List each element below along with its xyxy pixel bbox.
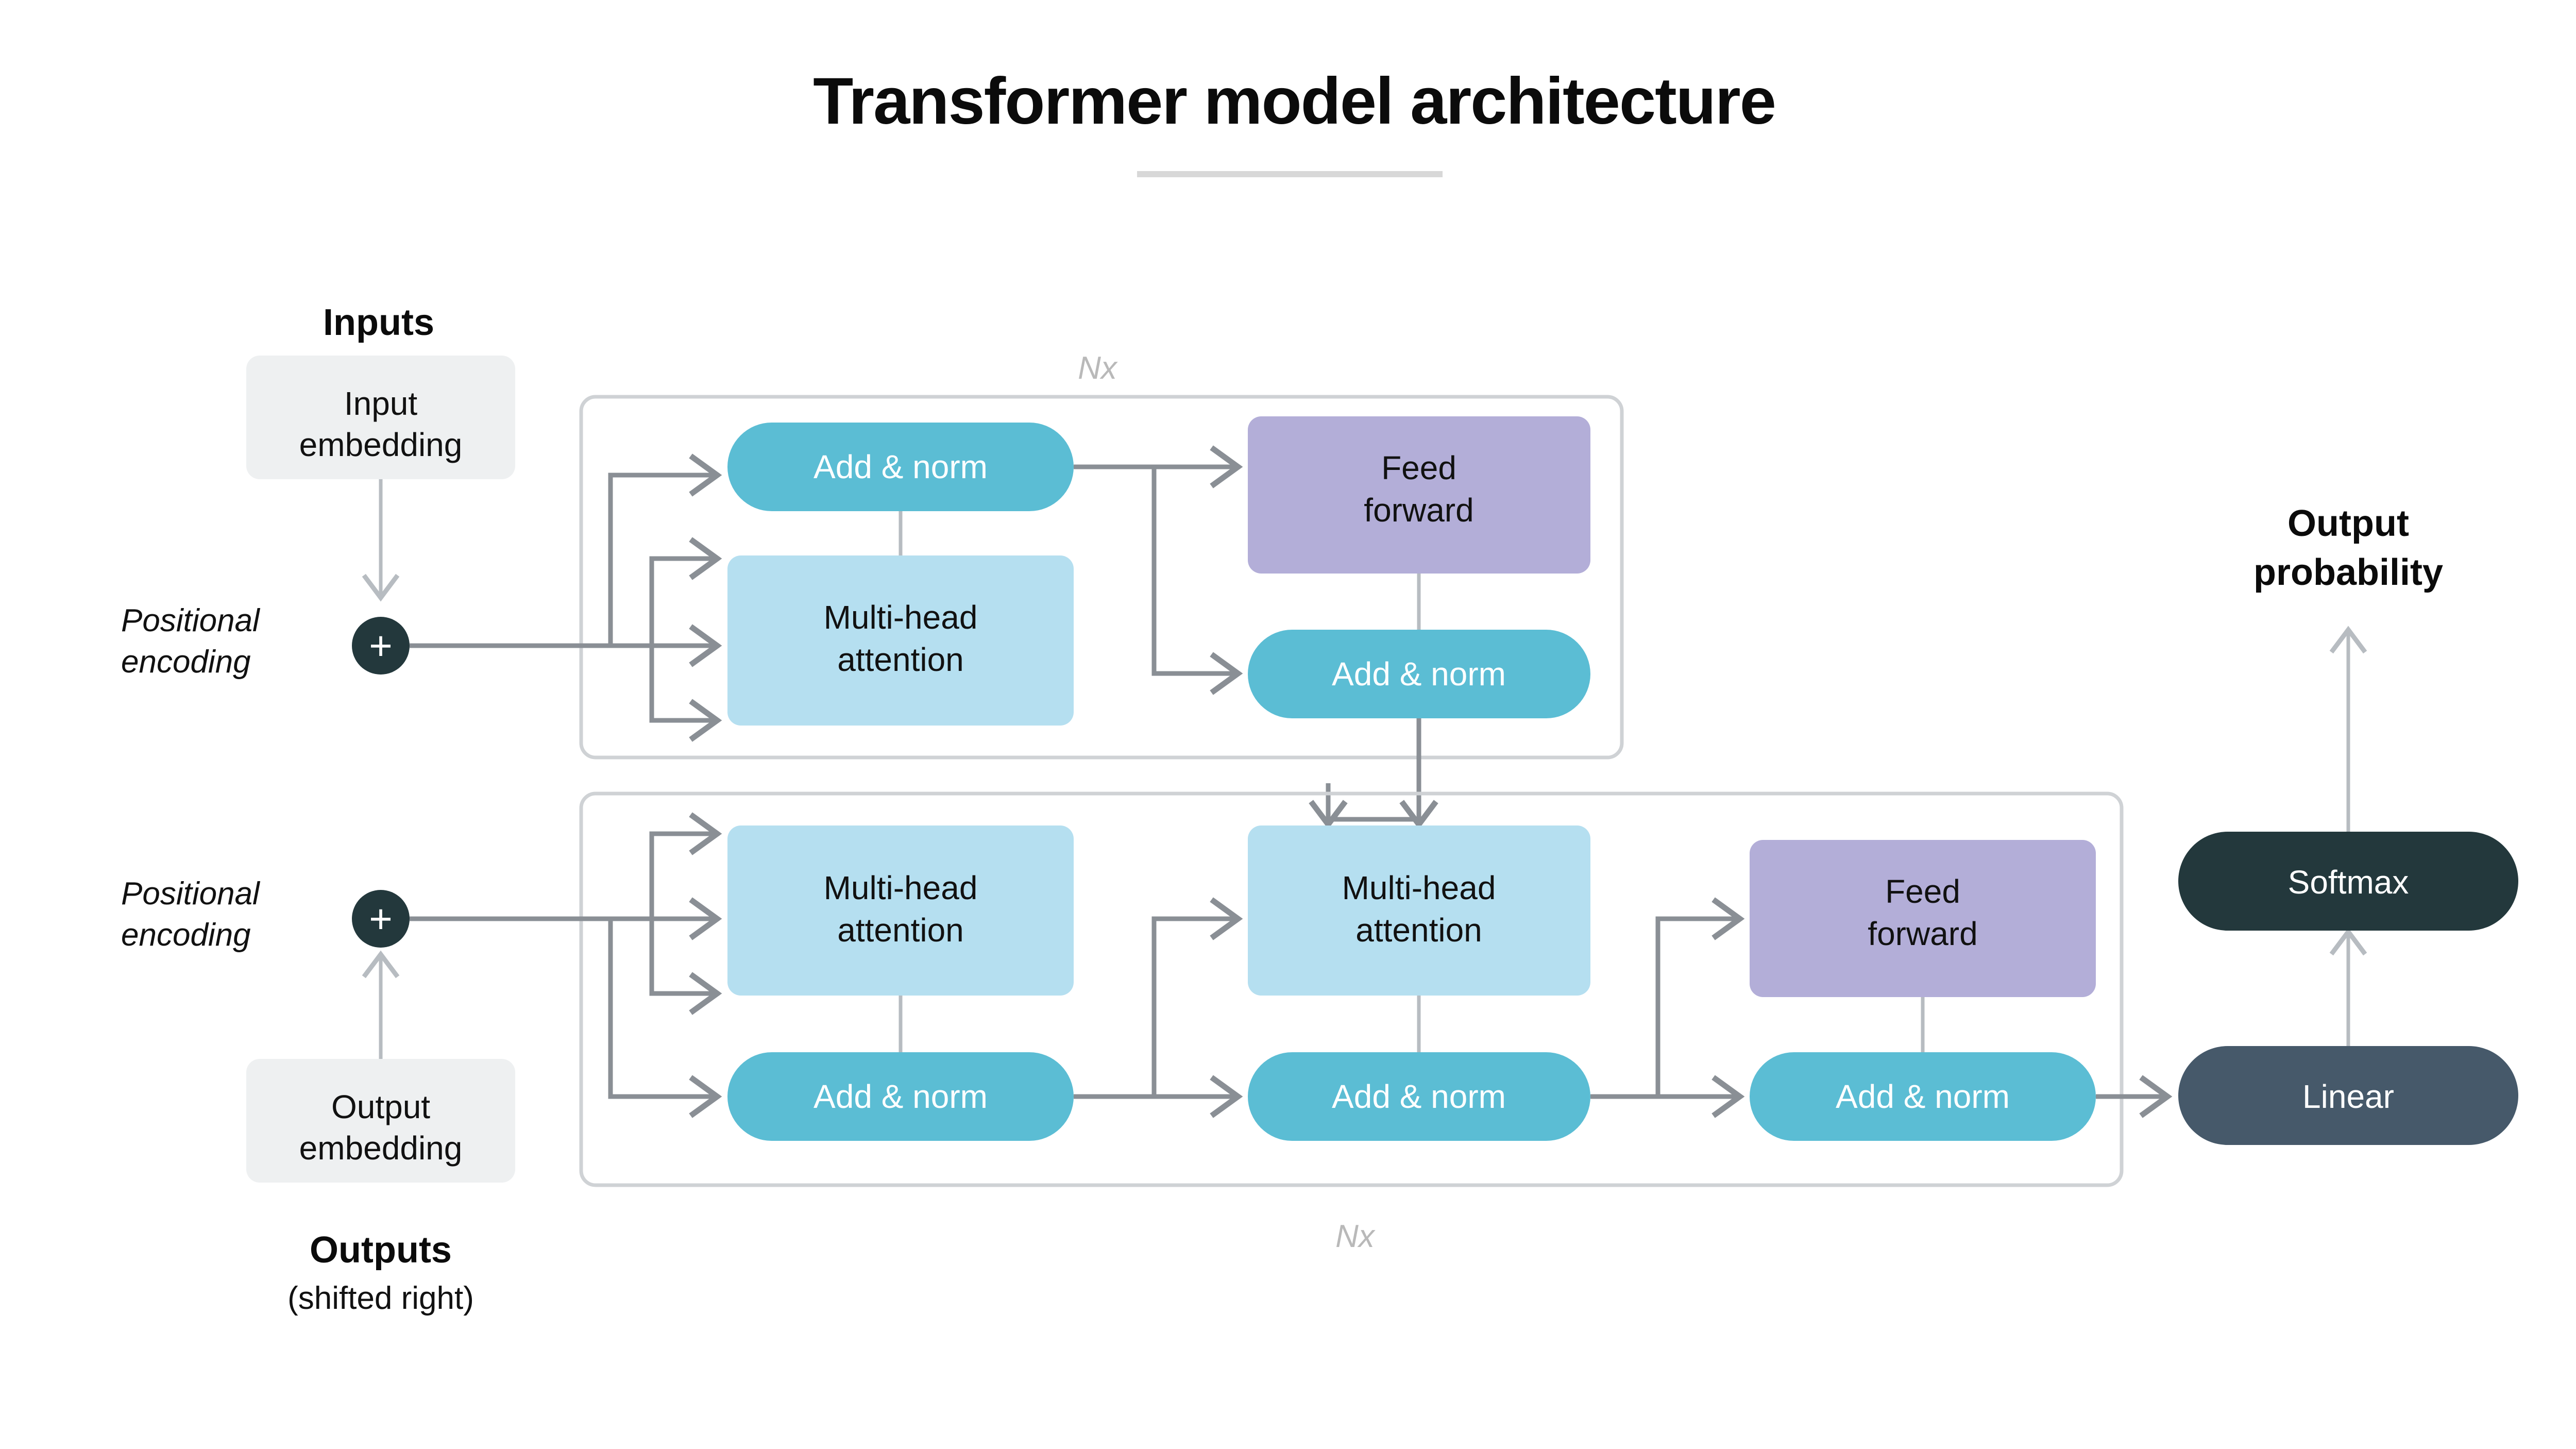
arrowhead-addnorm3-to-linear [2139, 1075, 2173, 1118]
arrowhead-cross-attn-right [1399, 800, 1438, 830]
output-embedding-label-line2: embedding [299, 1130, 463, 1167]
positional-encoding-encoder-line2: encoding [121, 644, 251, 680]
encoder-add-norm-1-box[interactable] [727, 423, 1074, 511]
output-probability-label-line1: Output [2287, 503, 2409, 544]
positional-encoding-encoder-line1: Positional [121, 603, 261, 638]
decoder-masked-mha-label-line2: attention [837, 912, 964, 949]
decoder-feed-forward-label-line2: forward [1868, 915, 1977, 952]
encoder-add-norm-1-label: Add & norm [814, 448, 988, 485]
arrowhead-softmax-to-output [2329, 626, 2367, 654]
decoder-add-norm-2-label: Add & norm [1332, 1078, 1506, 1115]
arrowhead-decoder-residual [689, 1075, 722, 1118]
arrowhead-input-to-plus [362, 574, 400, 602]
encoder-multi-head-attention-box[interactable] [727, 555, 1074, 726]
positional-encoding-decoder-line2: encoding [121, 917, 251, 953]
plus-symbol-encoder: + [369, 623, 393, 668]
decoder-cross-mha-label-line1: Multi-head [1342, 869, 1496, 906]
softmax-box[interactable] [2178, 832, 2518, 931]
decoder-add-norm-3-label: Add & norm [1836, 1078, 2010, 1115]
arrowhead-decoder-to-feedforward [1711, 897, 1745, 940]
encoder-multi-head-attention-label-line2: attention [837, 641, 964, 678]
wire-decoder-addnorm2-to-feedforward [1655, 916, 1736, 1097]
decoder-cross-multi-head-attention-box[interactable] [1248, 825, 1590, 996]
outputs-label: Outputs [310, 1229, 452, 1271]
arrowhead-encoder-qkv-mid [689, 624, 722, 667]
encoder-feed-forward-box[interactable] [1248, 416, 1590, 574]
page-title: Transformer model architecture [813, 64, 1775, 138]
arrowhead-decoder-qkv-bot [689, 972, 722, 1015]
input-embedding-label-line2: embedding [299, 426, 463, 463]
plus-circle-decoder[interactable] [352, 890, 410, 948]
encoder-add-norm-2-box[interactable] [1248, 630, 1590, 718]
encoder-repeat-label: Nx [1078, 350, 1118, 386]
linear-label: Linear [2302, 1078, 2394, 1115]
output-embedding-box[interactable] [246, 1059, 515, 1183]
plus-circle-encoder[interactable] [352, 617, 410, 675]
encoder-feed-forward-label-line2: forward [1364, 492, 1473, 529]
softmax-label: Softmax [2288, 864, 2409, 901]
positional-encoding-decoder-line1: Positional [121, 876, 261, 912]
linear-box[interactable] [2178, 1046, 2518, 1145]
wire-decoder-residual [608, 919, 714, 1099]
arrowhead-encoder-qkv-top [689, 537, 722, 580]
decoder-group-border [579, 791, 2124, 1187]
decoder-cross-mha-label-line2: attention [1355, 912, 1482, 949]
arrowhead-decoder-addnorm2-to-addnorm3 [1711, 1075, 1745, 1118]
arrowhead-encoder-to-feedforward [1210, 445, 1243, 488]
encoder-multi-head-attention-label-line1: Multi-head [824, 599, 978, 636]
arrowhead-output-to-plus [362, 950, 400, 979]
wire-decoder-qkv-top [649, 831, 714, 919]
decoder-feed-forward-box[interactable] [1750, 840, 2096, 997]
inputs-label: Inputs [323, 302, 434, 343]
output-probability-label-line2: probability [2253, 552, 2443, 593]
decoder-repeat-label: Nx [1335, 1219, 1376, 1254]
arrowhead-linear-to-softmax [2329, 928, 2367, 956]
title-divider [1137, 171, 1443, 177]
wire-encoder-qkv-bot [649, 646, 714, 723]
decoder-masked-mha-label-line1: Multi-head [824, 869, 978, 906]
decoder-add-norm-1-label: Add & norm [814, 1078, 988, 1115]
decoder-add-norm-2-box[interactable] [1248, 1052, 1590, 1141]
output-embedding-label-line1: Output [331, 1088, 430, 1125]
plus-symbol-decoder: + [369, 896, 393, 941]
encoder-group-border [579, 395, 1624, 760]
input-embedding-box[interactable] [246, 356, 515, 479]
arrowhead-cross-attn-left [1309, 800, 1348, 830]
decoder-masked-multi-head-attention-box[interactable] [727, 825, 1074, 996]
arrowhead-decoder-to-cross-mha [1210, 897, 1243, 940]
wire-encoder-residual [608, 473, 714, 646]
encoder-feed-forward-label-line1: Feed [1381, 449, 1456, 486]
arrowhead-encoder-qkv-bot [689, 699, 722, 742]
arrowhead-encoder-residual [689, 453, 722, 497]
arrowhead-decoder-addnorm1-to-addnorm2 [1210, 1075, 1243, 1118]
decoder-add-norm-1-box[interactable] [727, 1052, 1074, 1141]
decoder-add-norm-3-box[interactable] [1750, 1052, 2096, 1141]
outputs-sublabel: (shifted right) [287, 1280, 474, 1316]
arrowhead-encoder-branch-to-addnorm2 [1210, 652, 1243, 695]
wire-decoder-qkv-bot [649, 919, 714, 996]
wire-encoder-addnorm1-branch-to-addnorm2 [1151, 467, 1234, 676]
arrowhead-decoder-qkv-mid [689, 897, 722, 940]
encoder-add-norm-2-label: Add & norm [1332, 655, 1506, 693]
decoder-feed-forward-label-line1: Feed [1885, 873, 1960, 910]
input-embedding-label-line1: Input [344, 385, 418, 422]
arrowhead-decoder-qkv-top [689, 812, 722, 855]
wire-decoder-addnorm1-to-cross-mha [1151, 916, 1234, 1097]
wire-encoder-qkv-top [649, 556, 714, 646]
